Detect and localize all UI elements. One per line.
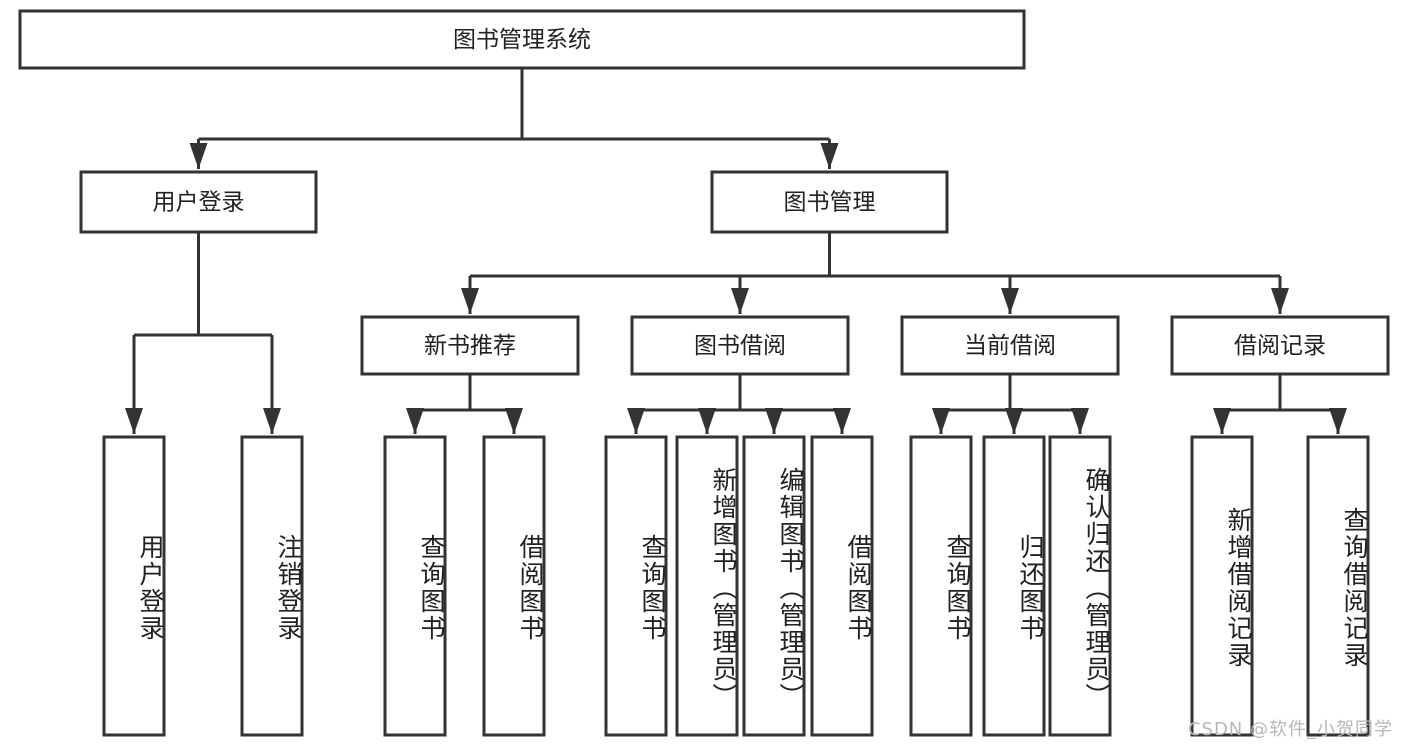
arrow-head-icon xyxy=(1213,408,1231,434)
node-box xyxy=(900,315,1120,376)
node-label: 图书管理系统 xyxy=(453,27,591,53)
node-label: 图书管理 xyxy=(784,190,876,216)
node-box xyxy=(18,9,1026,70)
arrow-head-icon xyxy=(1001,288,1019,314)
node-leaf-query-book-1[interactable] xyxy=(383,435,447,737)
node-leaf-query-book-3[interactable] xyxy=(909,435,973,737)
node-leaf-user-login[interactable] xyxy=(102,435,166,737)
arrow-head-icon xyxy=(833,408,851,434)
node-box xyxy=(360,315,580,376)
node-leaf-add-record[interactable] xyxy=(1190,435,1254,737)
node-current-borrow[interactable]: 当前借阅 xyxy=(900,315,1120,376)
node-box xyxy=(383,435,447,737)
arrow-head-icon xyxy=(505,408,523,434)
node-leaf-logout[interactable] xyxy=(240,435,304,737)
node-leaf-edit-book[interactable] xyxy=(742,435,806,737)
node-label: 新书推荐 xyxy=(424,333,516,359)
node-root-root[interactable]: 图书管理系统 xyxy=(18,9,1026,70)
arrow-head-icon xyxy=(820,143,839,169)
node-book-borrow[interactable]: 图书借阅 xyxy=(630,315,850,376)
node-leaf-query-record[interactable] xyxy=(1306,435,1370,737)
node-box xyxy=(1306,435,1370,737)
arrow-head-icon xyxy=(189,143,208,169)
arrow-head-icon xyxy=(125,408,143,434)
node-box xyxy=(675,435,739,737)
connector-lines xyxy=(125,68,1347,434)
watermark-text: CSDN @软件_小贺同学 xyxy=(1187,719,1393,740)
arrow-head-icon xyxy=(698,408,716,434)
arrow-head-icon xyxy=(932,408,950,434)
node-box xyxy=(1190,435,1254,737)
node-box xyxy=(1048,435,1112,737)
node-borrow-record[interactable]: 借阅记录 xyxy=(1170,315,1390,376)
arrow-head-icon xyxy=(263,408,281,434)
node-box xyxy=(909,435,973,737)
node-leaf-add-book[interactable] xyxy=(675,435,739,737)
node-leaf-borrow-book-2[interactable] xyxy=(810,435,874,737)
node-box xyxy=(742,435,806,737)
arrow-head-icon xyxy=(406,408,424,434)
node-box xyxy=(810,435,874,737)
node-label: 借阅记录 xyxy=(1234,333,1326,359)
arrow-head-icon xyxy=(627,408,645,434)
node-box xyxy=(630,315,850,376)
node-leaf-confirm-return[interactable] xyxy=(1048,435,1112,737)
arrow-head-icon xyxy=(731,288,749,314)
node-box xyxy=(1170,315,1390,376)
node-book-manage[interactable]: 图书管理 xyxy=(710,170,949,234)
node-box xyxy=(240,435,304,737)
node-leaf-borrow-book-1[interactable] xyxy=(482,435,546,737)
node-label: 用户登录 xyxy=(153,190,245,216)
node-user-login[interactable]: 用户登录 xyxy=(79,170,318,234)
arrow-head-icon xyxy=(461,288,479,314)
arrow-head-icon xyxy=(1329,408,1347,434)
arrow-head-icon xyxy=(1005,408,1023,434)
arrow-head-icon xyxy=(765,408,783,434)
node-leaf-query-book-2[interactable] xyxy=(604,435,668,737)
arrow-head-icon xyxy=(1071,408,1089,434)
node-box xyxy=(710,170,949,234)
node-box xyxy=(102,435,166,737)
node-box xyxy=(482,435,546,737)
node-leaf-return-book[interactable] xyxy=(982,435,1046,737)
node-new-book-rec[interactable]: 新书推荐 xyxy=(360,315,580,376)
node-label: 图书借阅 xyxy=(694,333,786,359)
node-label: 当前借阅 xyxy=(964,333,1056,359)
arrow-head-icon xyxy=(1271,288,1289,314)
node-box xyxy=(79,170,318,234)
node-box xyxy=(604,435,668,737)
node-box xyxy=(982,435,1046,737)
